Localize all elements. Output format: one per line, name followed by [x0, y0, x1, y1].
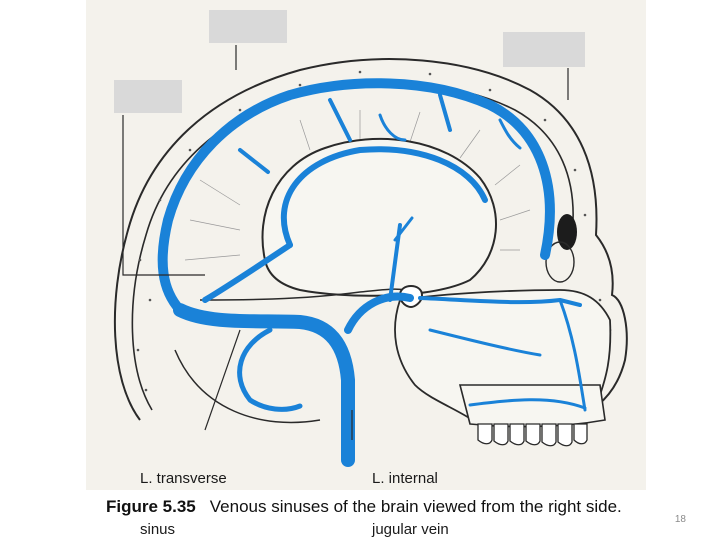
caption-text: Venous sinuses of the brain viewed from … [209, 497, 622, 516]
dura-hatching [184, 110, 531, 261]
superior-sagittal-sinus [157, 78, 555, 315]
cerebellum-outline [174, 349, 321, 424]
facial-vein-1 [428, 328, 542, 357]
orbit-outline [545, 241, 575, 283]
tributary-6 [393, 216, 414, 242]
inferior-sagittal-sinus [280, 146, 488, 248]
transverse-sinus-label: L. transverse sinus [140, 436, 227, 555]
venous-sinuses [157, 78, 587, 467]
transverse-sinus-label-line2: sinus [140, 521, 176, 538]
tributary-2 [238, 148, 270, 174]
internal-jugular-label-line1: L. internal [372, 470, 438, 487]
redacted-label-2 [114, 80, 182, 113]
figure-caption: Figure 5.35 Venous sinuses of the brain v… [106, 496, 626, 517]
sigmoid-branch [237, 327, 303, 412]
cerebrum-outline [261, 137, 497, 297]
frontal-air-sinus [557, 214, 577, 250]
redacted-label-3 [503, 32, 585, 67]
ophthalmic-vein [418, 296, 582, 307]
facial-vein-3 [558, 298, 587, 412]
tributary-5 [498, 118, 522, 150]
bone-texture [136, 70, 612, 392]
facial-vein-2 [468, 398, 587, 410]
tributary-1 [328, 98, 352, 142]
internal-jugular-label-line2: jugular vein [372, 521, 449, 538]
transverse-sinus [173, 303, 355, 467]
slide-number: 18 [674, 514, 686, 525]
figure-number: Figure 5.35 [106, 497, 196, 516]
tributary-4 [438, 93, 452, 132]
skull-outline [113, 58, 628, 421]
cavernous-sinus [344, 292, 414, 334]
internal-jugular-label: L. internal jugular vein [372, 436, 449, 555]
leader-lines [122, 45, 569, 440]
transverse-sinus-label-line1: L. transverse [140, 470, 227, 487]
redacted-label-1 [209, 10, 287, 43]
straight-sinus [202, 242, 293, 303]
teeth [477, 423, 588, 447]
tributary-3 [378, 113, 407, 142]
